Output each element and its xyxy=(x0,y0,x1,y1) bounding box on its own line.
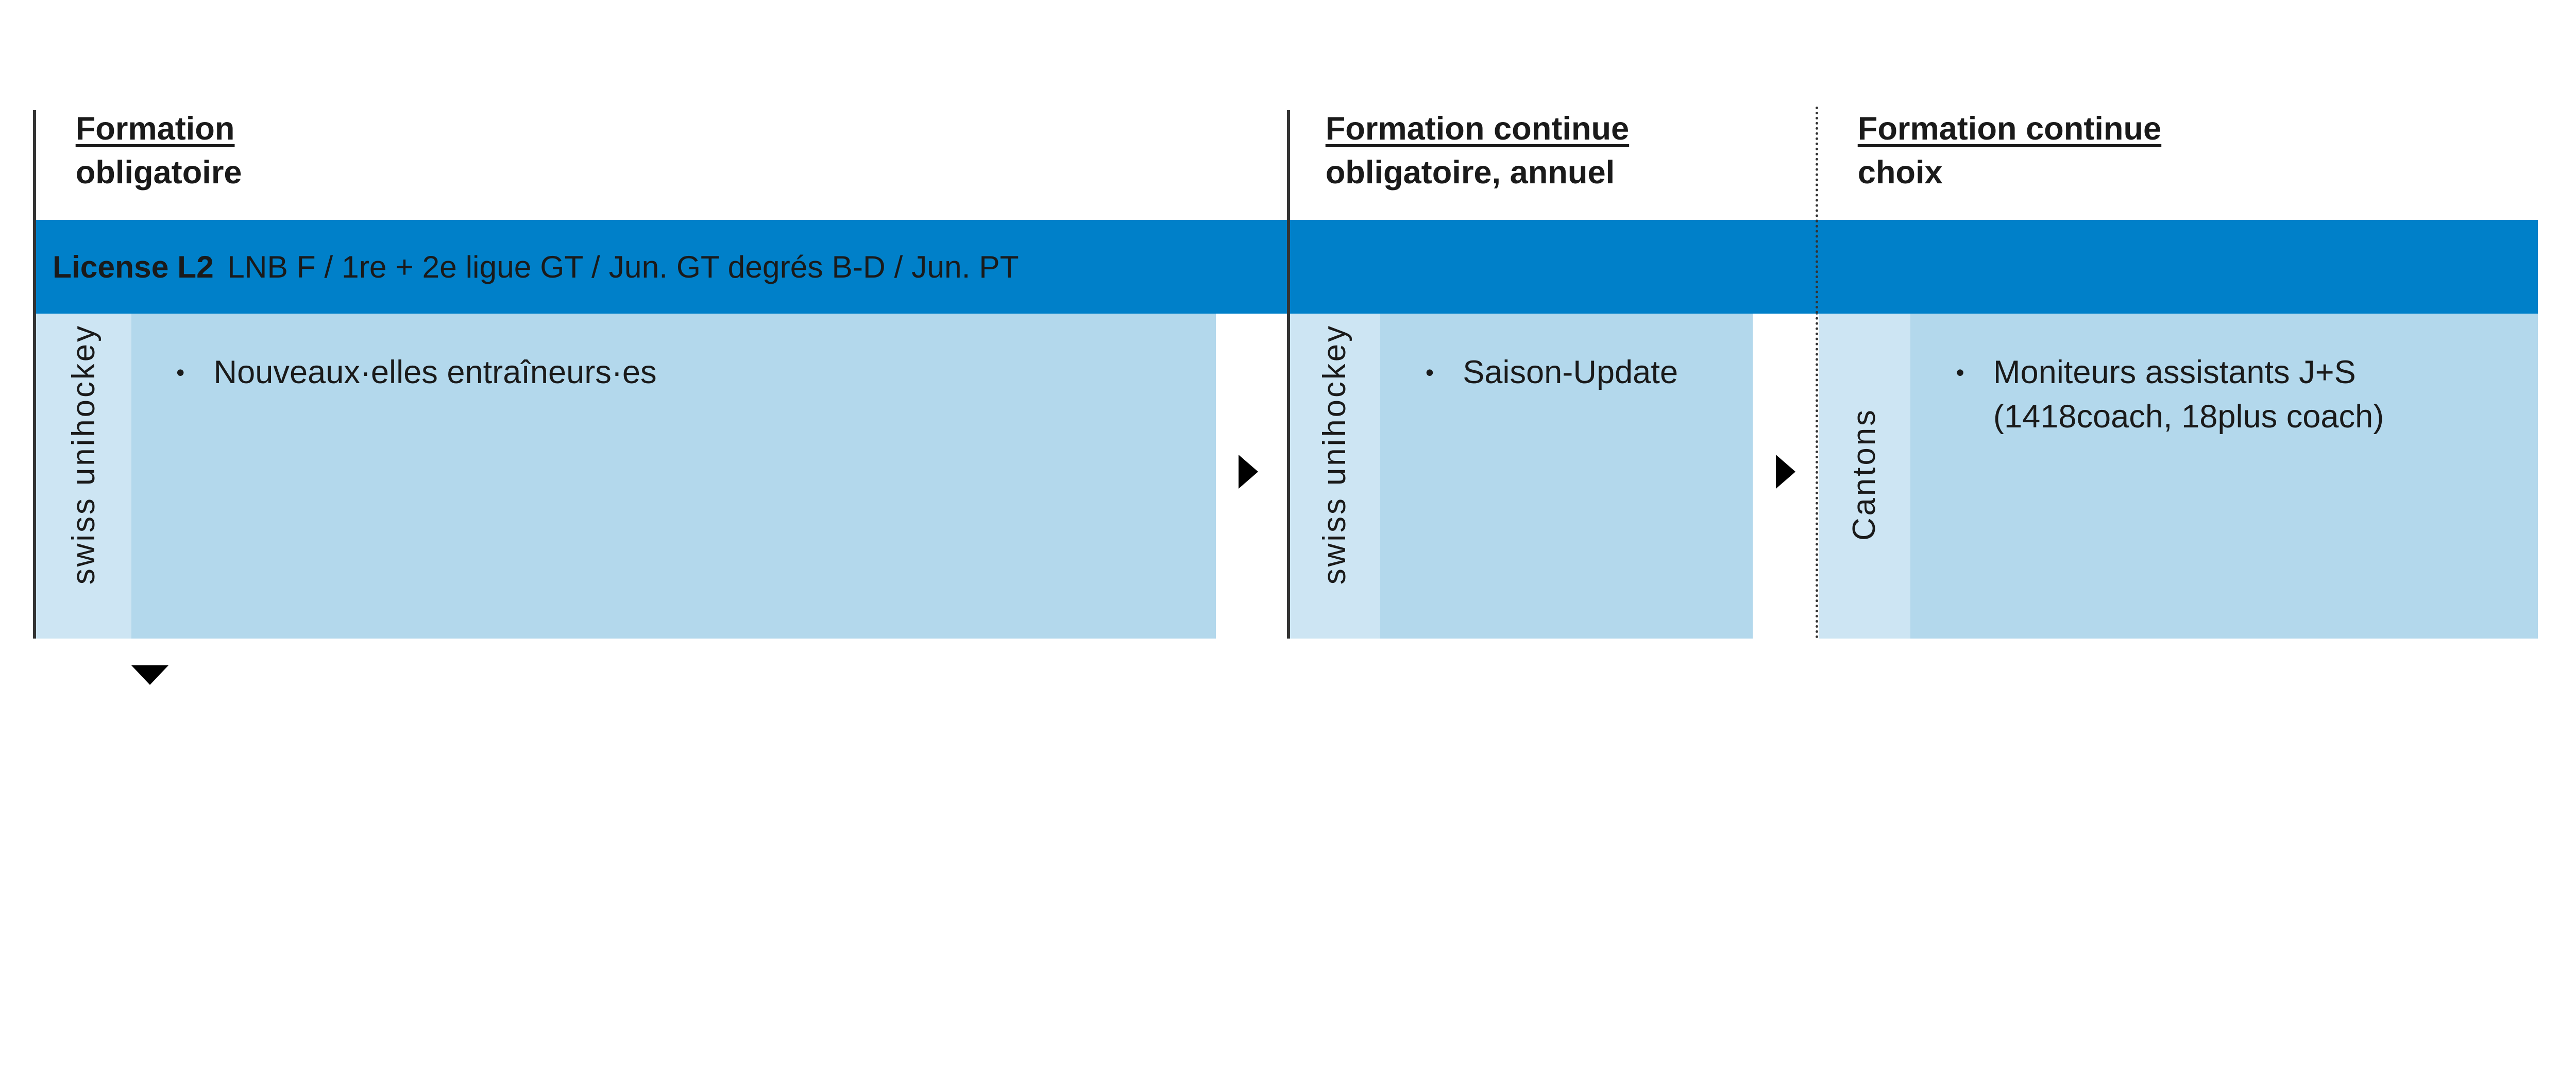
header-subtitle: choix xyxy=(1857,154,1943,191)
header-title: Formation continue xyxy=(1857,110,2162,147)
header-formation-continue-choix: Formation continue choix xyxy=(1858,107,2161,195)
provider-label: swiss unihockey xyxy=(66,323,102,584)
column-divider-dotted xyxy=(1816,107,1819,639)
provider-cell xyxy=(1819,314,1911,639)
arrow-down-icon xyxy=(131,665,169,685)
list-item: • Saison-Update xyxy=(1426,351,1678,395)
arrow-right-icon xyxy=(1775,455,1795,489)
bullet: • xyxy=(1425,359,1434,386)
header-title: Formation continue xyxy=(1325,110,1630,147)
header-formation-obligatoire: Formation obligatoire xyxy=(76,107,242,195)
bullet: • xyxy=(1956,359,1964,386)
license-label: License L2 xyxy=(52,249,214,285)
license-band-text: License L2 LNB F / 1re + 2e ligue GT / Ju… xyxy=(53,220,1019,314)
list-item-text: Moniteurs assistants J+S (1418coach, 18p… xyxy=(1993,354,2384,435)
list-item-text: Saison-Update xyxy=(1463,354,1678,390)
provider-label: swiss unihockey xyxy=(1317,323,1353,584)
content-cell xyxy=(1380,314,1753,639)
column-divider-solid-overlay xyxy=(1286,220,1290,314)
column-divider-solid xyxy=(1286,110,1290,639)
bullet: • xyxy=(176,359,185,386)
provider-cell xyxy=(1290,314,1380,639)
list-item: • Nouveaux·elles entraîneurs·es xyxy=(176,351,657,395)
license-categories: LNB F / 1re + 2e ligue GT / Jun. GT degr… xyxy=(227,249,1019,285)
left-divider xyxy=(33,110,37,639)
header-subtitle: obligatoire, annuel xyxy=(1325,154,1615,191)
header-title: Formation xyxy=(75,110,235,147)
header-subtitle: obligatoire xyxy=(75,154,242,191)
header-formation-continue-obligatoire: Formation continue obligatoire, annuel xyxy=(1326,107,1629,195)
content-cell xyxy=(1910,314,2538,639)
content-cell xyxy=(131,314,1216,639)
arrow-right-icon xyxy=(1239,455,1259,489)
list-item-text: Nouveaux·elles entraîneurs·es xyxy=(213,354,657,390)
provider-label: Cantons xyxy=(1846,408,1882,541)
provider-cell xyxy=(36,314,132,639)
list-item: • Moniteurs assistants J+S (1418coach, 1… xyxy=(1956,351,2502,439)
column-divider-dotted-overlay xyxy=(1816,220,1819,314)
